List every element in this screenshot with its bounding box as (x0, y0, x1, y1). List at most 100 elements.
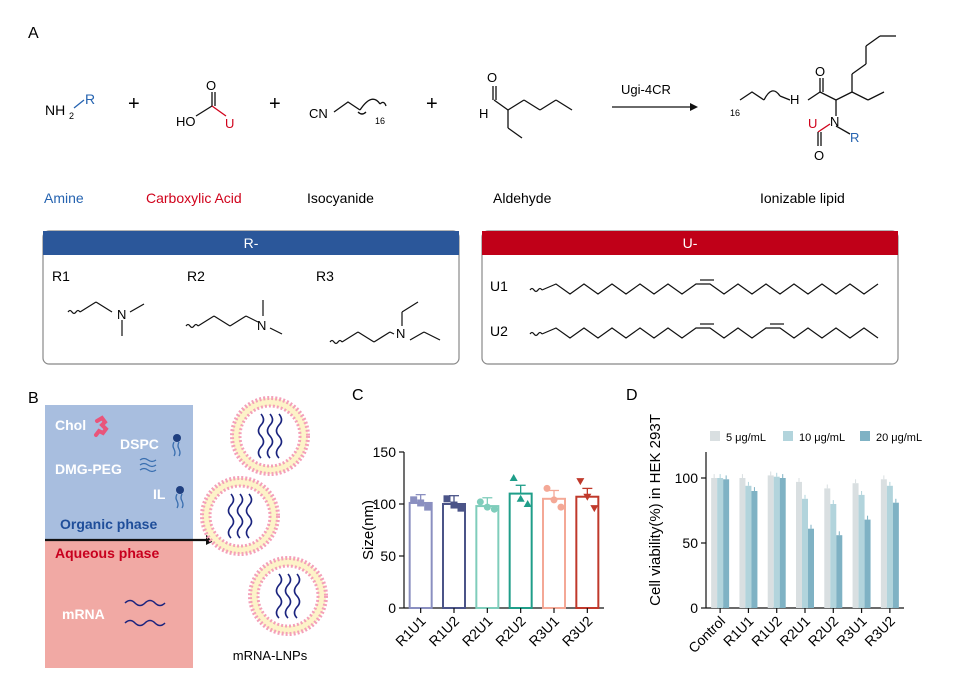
data-point (476, 498, 484, 506)
lnp-label: mRNA-LNPs (233, 648, 308, 663)
product-u: U (808, 116, 817, 131)
data-point (583, 493, 592, 501)
lnp-cluster (200, 396, 328, 636)
bar (802, 498, 808, 608)
arrow-label: Ugi-4CR (621, 82, 671, 97)
bar (808, 528, 814, 608)
legend-label: 5 μg/mL (726, 432, 766, 444)
data-point (410, 496, 418, 504)
panel-label-c: C (352, 387, 364, 404)
aqueous-phase-label: Aqueous phase (55, 545, 159, 561)
bar (796, 481, 802, 608)
legend-swatch (710, 431, 720, 441)
bar (739, 478, 746, 608)
y-tick-label: 0 (388, 600, 396, 616)
isocyanide-16: 16 (375, 116, 385, 126)
lnp-particle (248, 556, 328, 636)
r2-n: N (257, 318, 266, 333)
legend-label: 10 μg/mL (799, 432, 845, 444)
y-axis-label: Size(nm) (360, 500, 377, 560)
dmgpeg-icon (139, 457, 157, 473)
lnp-particle (200, 476, 280, 556)
phase-diagram: Chol DSPC DMG-PEG IL Organic phase Aqueo… (45, 405, 216, 668)
product-r: R (850, 130, 859, 145)
r-box-header: R- (244, 235, 259, 251)
plus-1: + (128, 93, 140, 115)
y-tick-label: 100 (675, 470, 699, 486)
data-point (443, 495, 451, 503)
isocyanide-structure (333, 98, 387, 115)
mrna-label: mRNA (62, 606, 105, 622)
x-tick-label: R3U1 (525, 613, 562, 650)
x-tick-label: Control (685, 613, 728, 656)
r3-n: N (396, 326, 405, 341)
x-tick-label: R3U2 (559, 613, 596, 650)
data-point (543, 484, 551, 492)
product-o-bottom: O (814, 148, 824, 163)
data-point (483, 503, 491, 511)
data-point (417, 499, 425, 507)
bar (442, 503, 466, 609)
bar (408, 501, 433, 609)
panel-label-a: A (28, 25, 39, 42)
product-nh: H (790, 92, 799, 107)
bar (864, 519, 871, 608)
data-point (516, 494, 525, 502)
organic-phase-label: Organic phase (60, 516, 157, 532)
caption-lipid: Ionizable lipid (760, 190, 845, 206)
product-16: 16 (730, 108, 740, 118)
bar (779, 478, 786, 608)
bar (767, 475, 774, 608)
x-tick-label: R3U2 (861, 613, 898, 650)
plus-3: + (426, 93, 438, 115)
y-tick-label: 50 (682, 535, 698, 551)
il-icon (175, 486, 184, 509)
caption-aldehyde: Aldehyde (493, 190, 552, 206)
bar (824, 488, 831, 608)
bar (886, 485, 893, 608)
x-tick-label: R2U1 (776, 613, 813, 650)
u2-label: U2 (490, 323, 508, 339)
legend-label: 20 μg/mL (876, 432, 922, 444)
acid-u: U (225, 116, 234, 131)
bar (475, 505, 500, 609)
reaction-arrow (612, 103, 698, 111)
bar (852, 483, 859, 608)
r-group-box: R- R1 R2 R3 N N N (42, 230, 460, 365)
data-point (557, 503, 565, 511)
r2-label: R2 (187, 268, 205, 284)
data-point (550, 496, 558, 504)
x-tick-label: R1U1 (720, 613, 757, 650)
amine-sub: 2 (69, 111, 74, 121)
dspc-icon (172, 434, 181, 457)
x-tick-label: R1U2 (425, 613, 462, 650)
aldehyde-h: H (479, 106, 488, 121)
bar (717, 478, 724, 608)
dmgpeg-label: DMG-PEG (55, 461, 122, 477)
amine-structure: NH 2 R (45, 91, 95, 121)
mrna-icon (124, 599, 166, 627)
y-tick-label: 100 (373, 496, 397, 512)
data-point (490, 505, 498, 513)
y-tick-label: 50 (380, 548, 396, 564)
bar (575, 495, 600, 609)
bar (892, 502, 899, 608)
x-tick-label: R2U2 (492, 613, 529, 650)
data-point (457, 504, 465, 512)
r1-label: R1 (52, 268, 70, 284)
dspc-label: DSPC (120, 436, 159, 452)
isocyanide-cn: CN (309, 106, 328, 121)
x-tick-label: R3U1 (833, 613, 870, 650)
bar (542, 497, 566, 609)
u-box-header: U- (683, 235, 698, 251)
data-point (576, 478, 585, 486)
aldehyde-structure (492, 86, 573, 139)
y-tick-label: 0 (690, 600, 698, 616)
bar (773, 476, 780, 608)
data-point (523, 500, 532, 507)
bar (880, 479, 887, 608)
panel-label-b: B (28, 390, 39, 407)
bar (858, 494, 865, 608)
bar (711, 478, 718, 608)
panel-label-d: D (626, 387, 638, 404)
